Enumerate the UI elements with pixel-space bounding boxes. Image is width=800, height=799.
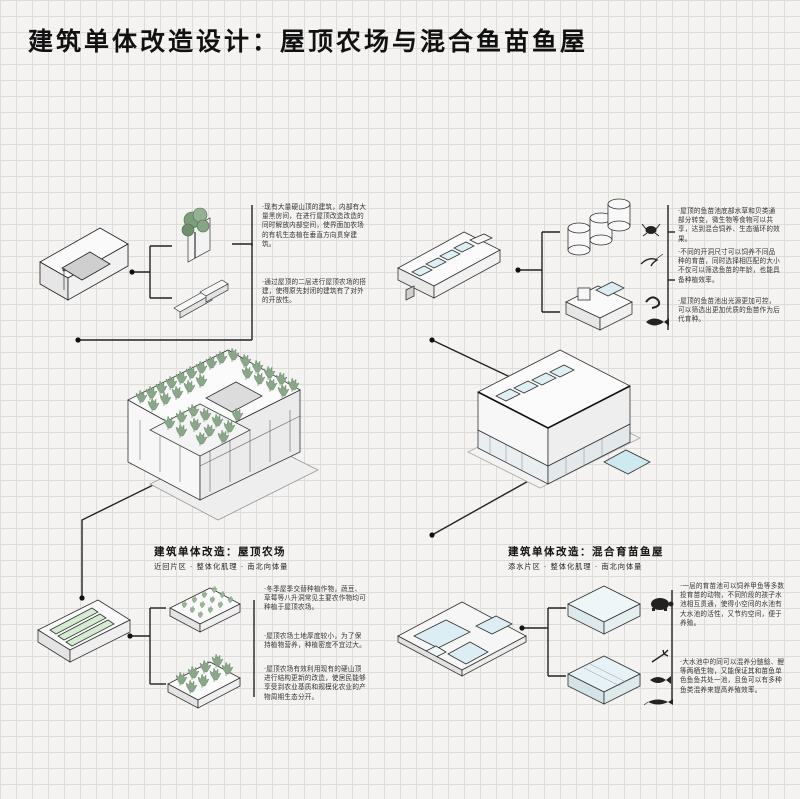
connector-lines	[78, 205, 675, 700]
carp-icon	[650, 676, 671, 684]
note-left-bottom-2: ·屋顶农场土地厚度较小，为了保持植物营养，种植密度不宜过大。	[264, 632, 366, 650]
shrimp-icon	[640, 253, 664, 267]
tree-icon	[181, 207, 211, 263]
eel-icon	[645, 296, 661, 309]
cylinder-tanks	[567, 198, 631, 256]
fish-tank-small	[567, 585, 641, 635]
fish-tank-large	[567, 655, 641, 705]
note-left-top-1: ·现有大量硬山顶的建筑，内部有大量黑房间，在进行屋顶改造改造的同时解放内部空间，…	[262, 203, 367, 248]
fish-house-building	[467, 349, 651, 489]
stair-diagram	[173, 279, 229, 319]
note-right-top-1: ·屋顶的鱼苗池底部水草和贝类通部分转变，微生物等食物可以共享，达到混合饲养、生态…	[678, 207, 780, 243]
rooftop-farm-building	[127, 349, 319, 521]
note-left-bottom-1: ·冬季屋季交替种植作物，蔬豆、草莓等八升洞常见主要农作物均可种植于屋顶农场。	[264, 585, 366, 612]
section-right-title: 建筑单体改造：混合育苗鱼屋	[508, 546, 664, 558]
page-title: 建筑单体改造设计：屋顶农场与混合鱼苗鱼屋	[28, 27, 589, 56]
crayfish-icon	[651, 649, 669, 663]
fish-pool-plan	[397, 601, 527, 677]
note-right-top-2: ·不同的开洞尺寸可以饲养不同品种的育苗，同时选择相匹配的大小不仅可以筛选鱼苗的年…	[678, 248, 780, 284]
stepped-tanks	[565, 281, 633, 331]
section-left-subtitle: 近回片区 · 整体化肌理 · 南北向体量	[154, 562, 289, 571]
note-right-bottom-2: ·大水池中的同可以混养分鲢鲶、鲤等两栖生物，又能保证其和苗鱼单色鱼鱼共处一池，且…	[680, 658, 785, 694]
catfish-icon	[643, 699, 673, 706]
crab-icon	[641, 223, 661, 237]
section-left-title: 建筑单体改造：屋顶农场	[154, 546, 286, 558]
fish-icon	[646, 318, 669, 326]
connector-dots	[75, 267, 525, 639]
fish-pond-block	[397, 231, 501, 301]
note-right-bottom-1: ·一层的育苗池可以饲养甲鱼等多数投育苗的动物，不同阶段的孩子水池相互贯通，使得小…	[680, 582, 785, 627]
farm-bed-block	[37, 599, 131, 663]
section-right-subtitle: 添水片区 · 整体化肌理 · 南北向体量	[508, 562, 643, 571]
note-right-top-3: ·屋顶的鱼苗池出光源更加可控，可以筛选出更加优质的鱼苗作为后代育种。	[678, 297, 780, 324]
interior-void-diagram	[39, 227, 129, 301]
turtle-icon	[651, 598, 674, 611]
note-left-bottom-3: ·屋顶农场有效利用现有的硬山顶进行结构更新的改造，使居民能够享受到农业基质和规模…	[264, 665, 366, 701]
note-left-top-2: ·通过屋顶的二层进行屋顶农场的搭建，使得原先封闭的建筑有了对外的开放性。	[262, 278, 367, 305]
